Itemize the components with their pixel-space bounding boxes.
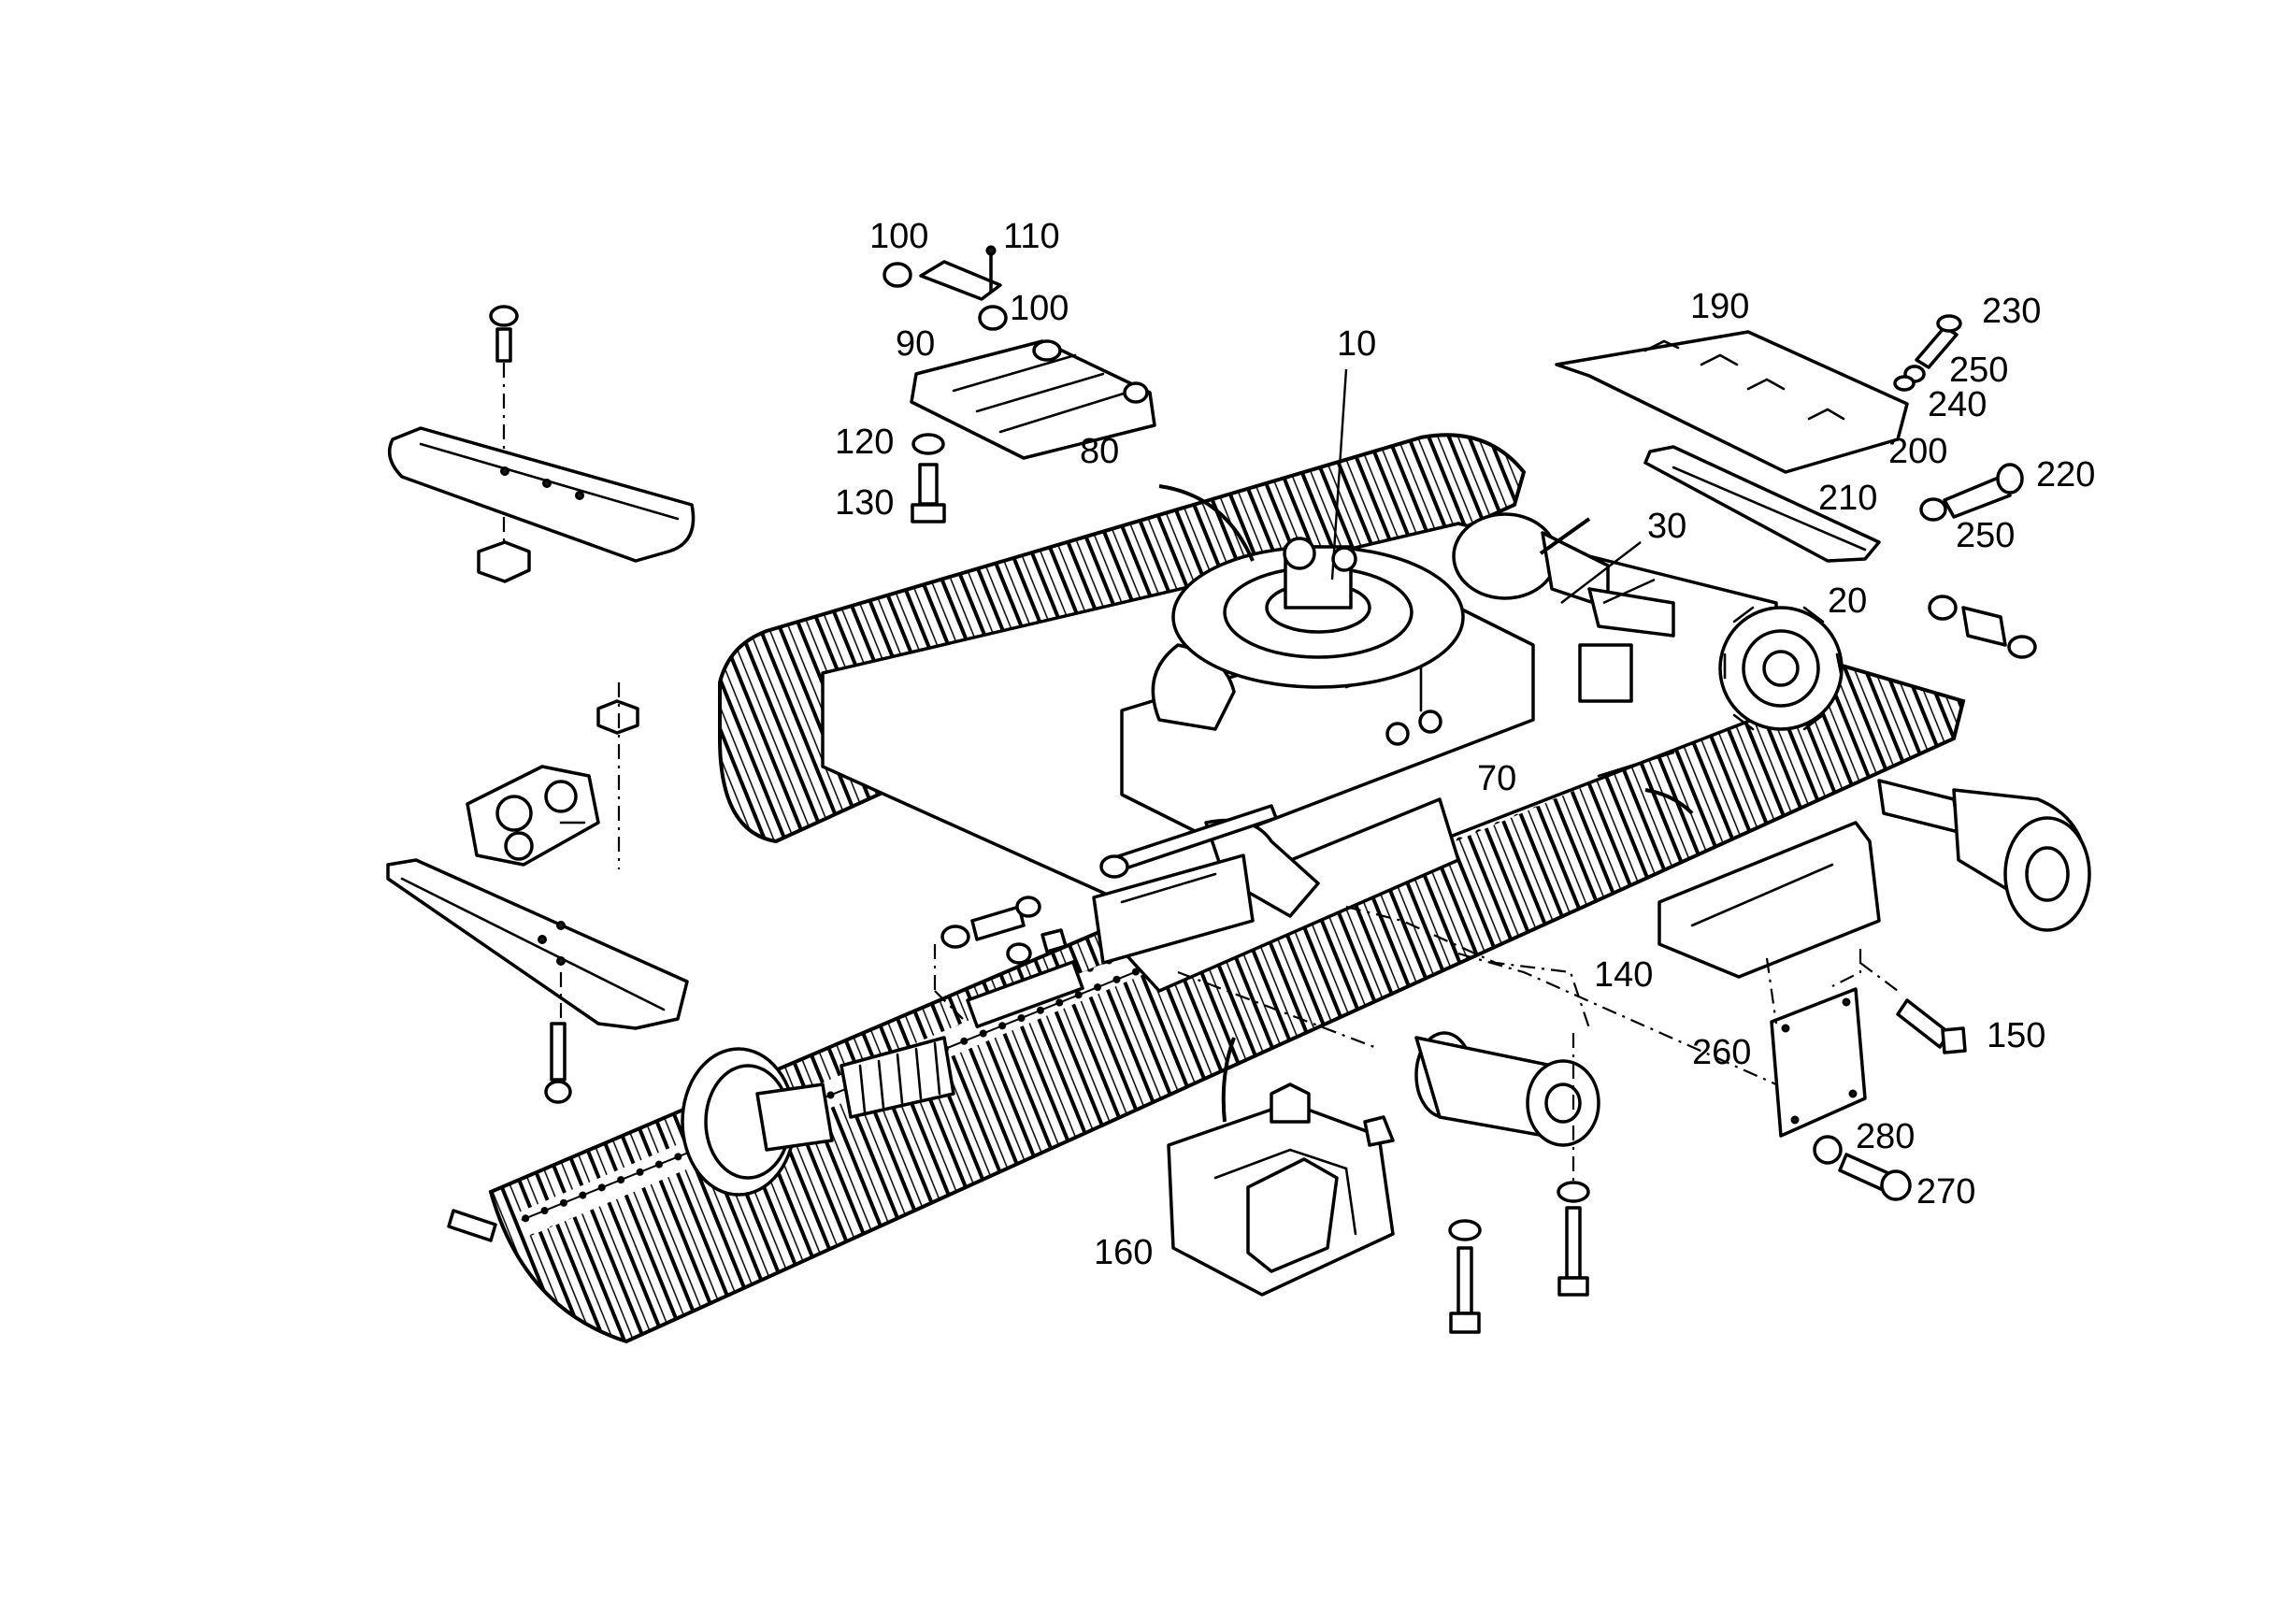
cover-plate-190 <box>1555 330 1909 474</box>
guard-140 <box>1657 821 1881 979</box>
callout-100-mid: 100 <box>1010 289 1069 328</box>
callout-100-top: 100 <box>869 217 928 256</box>
carrier-bolt-right <box>1557 1033 1590 1297</box>
track-guard-upper <box>1092 853 1255 965</box>
track-shoe-nut <box>477 540 531 583</box>
callout-250-bottom: 250 <box>1956 516 2015 555</box>
callout-labels: 10 20 30 70 80 90 100 100 110 120 130 14… <box>835 217 2095 1272</box>
spacer-tube <box>1928 595 2037 659</box>
cover-plate-260 <box>1770 987 1867 1138</box>
frame-bolt <box>1099 804 1278 879</box>
callout-140: 140 <box>1594 955 1653 995</box>
bolt-150 <box>1859 962 1967 1054</box>
callout-70: 70 <box>1477 759 1516 798</box>
callout-90: 90 <box>896 324 935 364</box>
track-link <box>466 765 600 867</box>
front-idler-assembly <box>681 960 1084 1197</box>
callout-240: 240 <box>1928 385 1987 424</box>
callout-20: 20 <box>1828 581 1867 621</box>
bolt-230 <box>1893 314 1962 392</box>
callout-250-top: 250 <box>1949 351 2008 390</box>
callout-10: 10 <box>1337 324 1376 364</box>
carrier-roller-guard-160 <box>1167 1083 1395 1297</box>
callout-150: 150 <box>1987 1016 2045 1055</box>
callout-130: 130 <box>835 483 894 523</box>
track-shoe-bolt-upper <box>489 305 519 561</box>
assembly-lines <box>1177 905 1862 1086</box>
link-nut <box>596 682 639 869</box>
loose-pin <box>447 1209 497 1242</box>
pin-100 <box>883 245 1008 331</box>
callout-30: 30 <box>1647 507 1686 546</box>
callout-120: 120 <box>835 423 894 462</box>
callout-260: 260 <box>1692 1033 1751 1072</box>
callout-160: 160 <box>1094 1233 1153 1272</box>
washer-120 <box>911 433 945 455</box>
callout-190: 190 <box>1690 287 1749 326</box>
callout-220: 220 <box>2036 455 2095 495</box>
callout-230: 230 <box>1982 292 2041 331</box>
sprocket-20 <box>1718 606 1844 731</box>
callout-110: 110 <box>1003 217 1060 256</box>
grease-fitting-assembly <box>933 896 1068 1020</box>
washer-280 <box>1813 1135 1843 1165</box>
swing-ring-10 <box>1171 537 1465 689</box>
callout-200: 200 <box>1888 432 1947 471</box>
leader-lines <box>1330 368 1656 605</box>
pin-plate-80 <box>910 339 1156 460</box>
callout-210: 210 <box>1818 479 1877 518</box>
callout-280: 280 <box>1856 1117 1915 1156</box>
track-shoe-plate <box>387 426 696 563</box>
carrier-bolt-left <box>1448 1219 1482 1334</box>
callout-80: 80 <box>1080 432 1119 471</box>
slider-210 <box>1643 445 1881 563</box>
lower-roller-150-assembly <box>1877 779 2091 932</box>
bolt-270 <box>1838 1153 1912 1201</box>
bolt-130 <box>911 463 946 523</box>
track-roller <box>1414 1031 1600 1147</box>
grouser-bolt-lower <box>544 1022 572 1104</box>
grouser-plate <box>386 858 689 1030</box>
bolt-220 <box>1919 463 2024 522</box>
callout-270: 270 <box>1916 1172 1975 1212</box>
direction-arrows <box>1158 484 1694 1123</box>
